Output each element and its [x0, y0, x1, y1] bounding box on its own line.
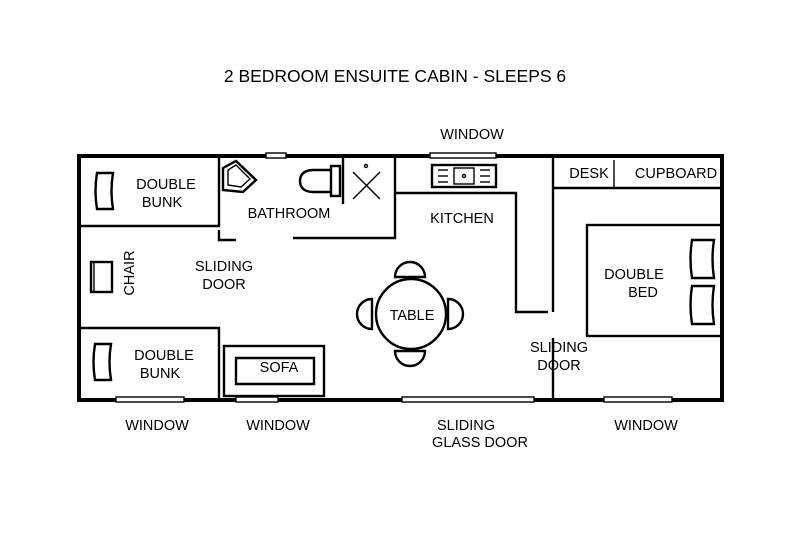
svg-text:DOUBLE: DOUBLE: [136, 177, 196, 193]
svg-text:BUNK: BUNK: [142, 195, 183, 211]
sliding-glass-door-1: SLIDING: [437, 418, 495, 434]
svg-text:KITCHEN: KITCHEN: [430, 211, 494, 227]
chair: CHAIR: [89, 250, 138, 296]
desk-label: DESK: [569, 166, 609, 182]
sliding-door-right-2: DOOR: [537, 358, 581, 374]
kitchen: KITCHEN: [430, 163, 498, 227]
bathroom: BATHROOM: [221, 159, 381, 222]
sliding-door-left-2: DOOR: [202, 277, 246, 293]
sofa: SOFA: [222, 344, 326, 398]
window-openings: [115, 152, 673, 404]
window-top-label: WINDOW: [440, 127, 504, 143]
bunk-top: DOUBLE BUNK: [94, 171, 196, 211]
svg-text:SOFA: SOFA: [260, 360, 299, 376]
svg-text:BATHROOM: BATHROOM: [248, 206, 331, 222]
svg-text:DOUBLE: DOUBLE: [134, 348, 194, 364]
interior-walls: [79, 158, 720, 398]
svg-text:CHAIR: CHAIR: [122, 250, 138, 295]
svg-text:BUNK: BUNK: [140, 366, 181, 382]
sliding-door-right-1: SLIDING: [530, 340, 588, 356]
svg-text:BED: BED: [628, 285, 658, 301]
window-bottom-1-label: WINDOW: [125, 418, 189, 434]
window-bottom-3-label: WINDOW: [614, 418, 678, 434]
window-bottom-2-label: WINDOW: [246, 418, 310, 434]
cupboard-label: CUPBOARD: [635, 166, 717, 182]
svg-text:DOUBLE: DOUBLE: [604, 267, 664, 283]
bunk-bottom: DOUBLE BUNK: [92, 342, 194, 382]
svg-text:TABLE: TABLE: [390, 308, 435, 324]
double-bed: DOUBLE BED: [585, 223, 724, 338]
sliding-glass-door-2: GLASS DOOR: [432, 435, 528, 451]
dining-table: TABLE: [355, 260, 465, 368]
sliding-door-left-1: SLIDING: [195, 259, 253, 275]
plan-title: 2 BEDROOM ENSUITE CABIN - SLEEPS 6: [224, 66, 566, 86]
